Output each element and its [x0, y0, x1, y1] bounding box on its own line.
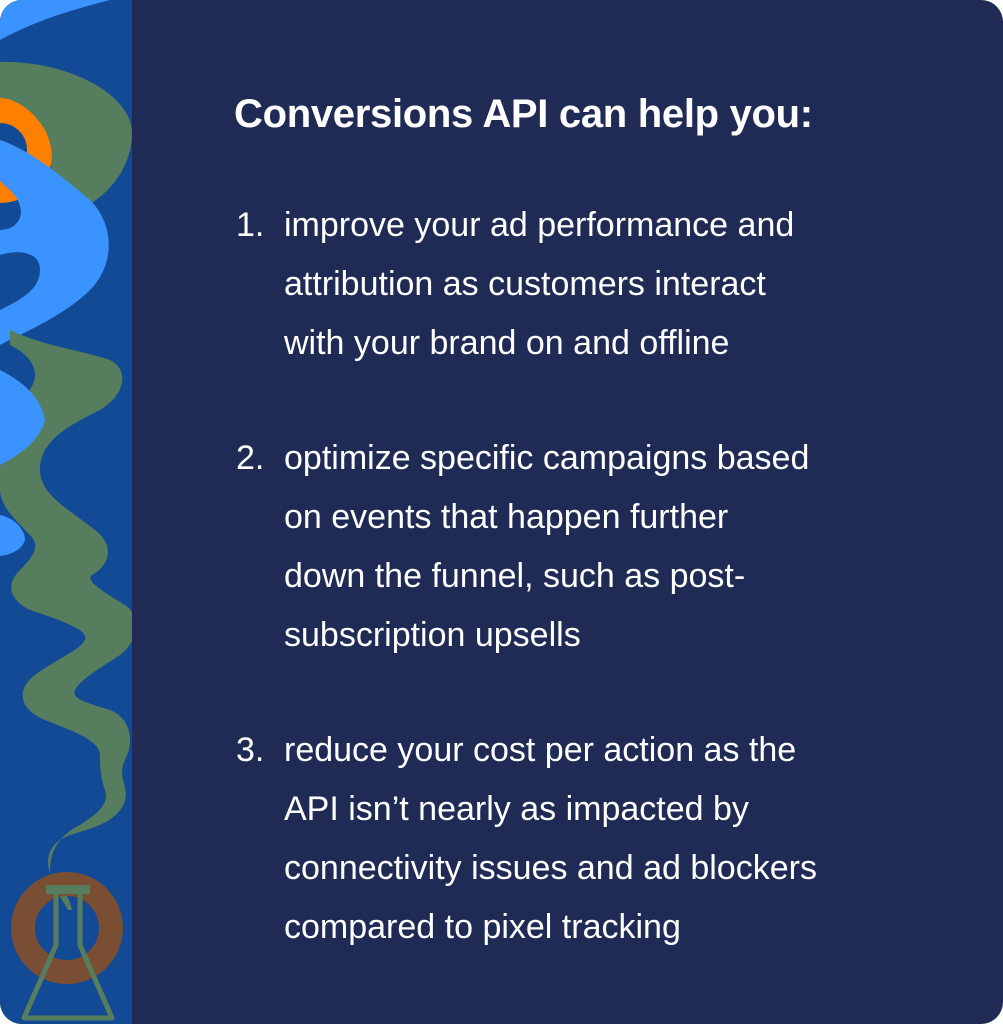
item-text: improve your ad performance and attribut… [284, 206, 795, 362]
decorative-sidebar [0, 0, 132, 1024]
blue-blob-mid [0, 370, 45, 465]
list-item: 3. reduce your cost per action as the AP… [236, 721, 896, 957]
list-item: 1. improve your ad performance and attri… [236, 196, 896, 373]
green-smoke-top [0, 61, 132, 214]
blue-swoosh-top [0, 0, 110, 40]
flask-smoke-illustration [0, 0, 132, 1021]
blue-blob-low [0, 515, 25, 556]
page-title: Conversions API can help you: [234, 92, 813, 136]
item-text: optimize specific campaigns based on eve… [284, 439, 810, 654]
flask-icon [21, 885, 115, 1021]
orange-ring-icon [0, 97, 53, 203]
list-item: 2. optimize specific campaigns based on … [236, 429, 896, 665]
brown-ring-icon [11, 872, 123, 984]
item-number: 1. [236, 206, 265, 244]
content-panel: Conversions API can help you: 1. improve… [132, 0, 1003, 1024]
benefits-list: 1. improve your ad performance and attri… [236, 196, 896, 1013]
green-smoke-column [0, 330, 132, 910]
item-text: reduce your cost per action as the API i… [284, 731, 817, 946]
item-number: 3. [236, 731, 265, 769]
blue-swoosh-s [0, 140, 109, 345]
item-number: 2. [236, 439, 265, 477]
